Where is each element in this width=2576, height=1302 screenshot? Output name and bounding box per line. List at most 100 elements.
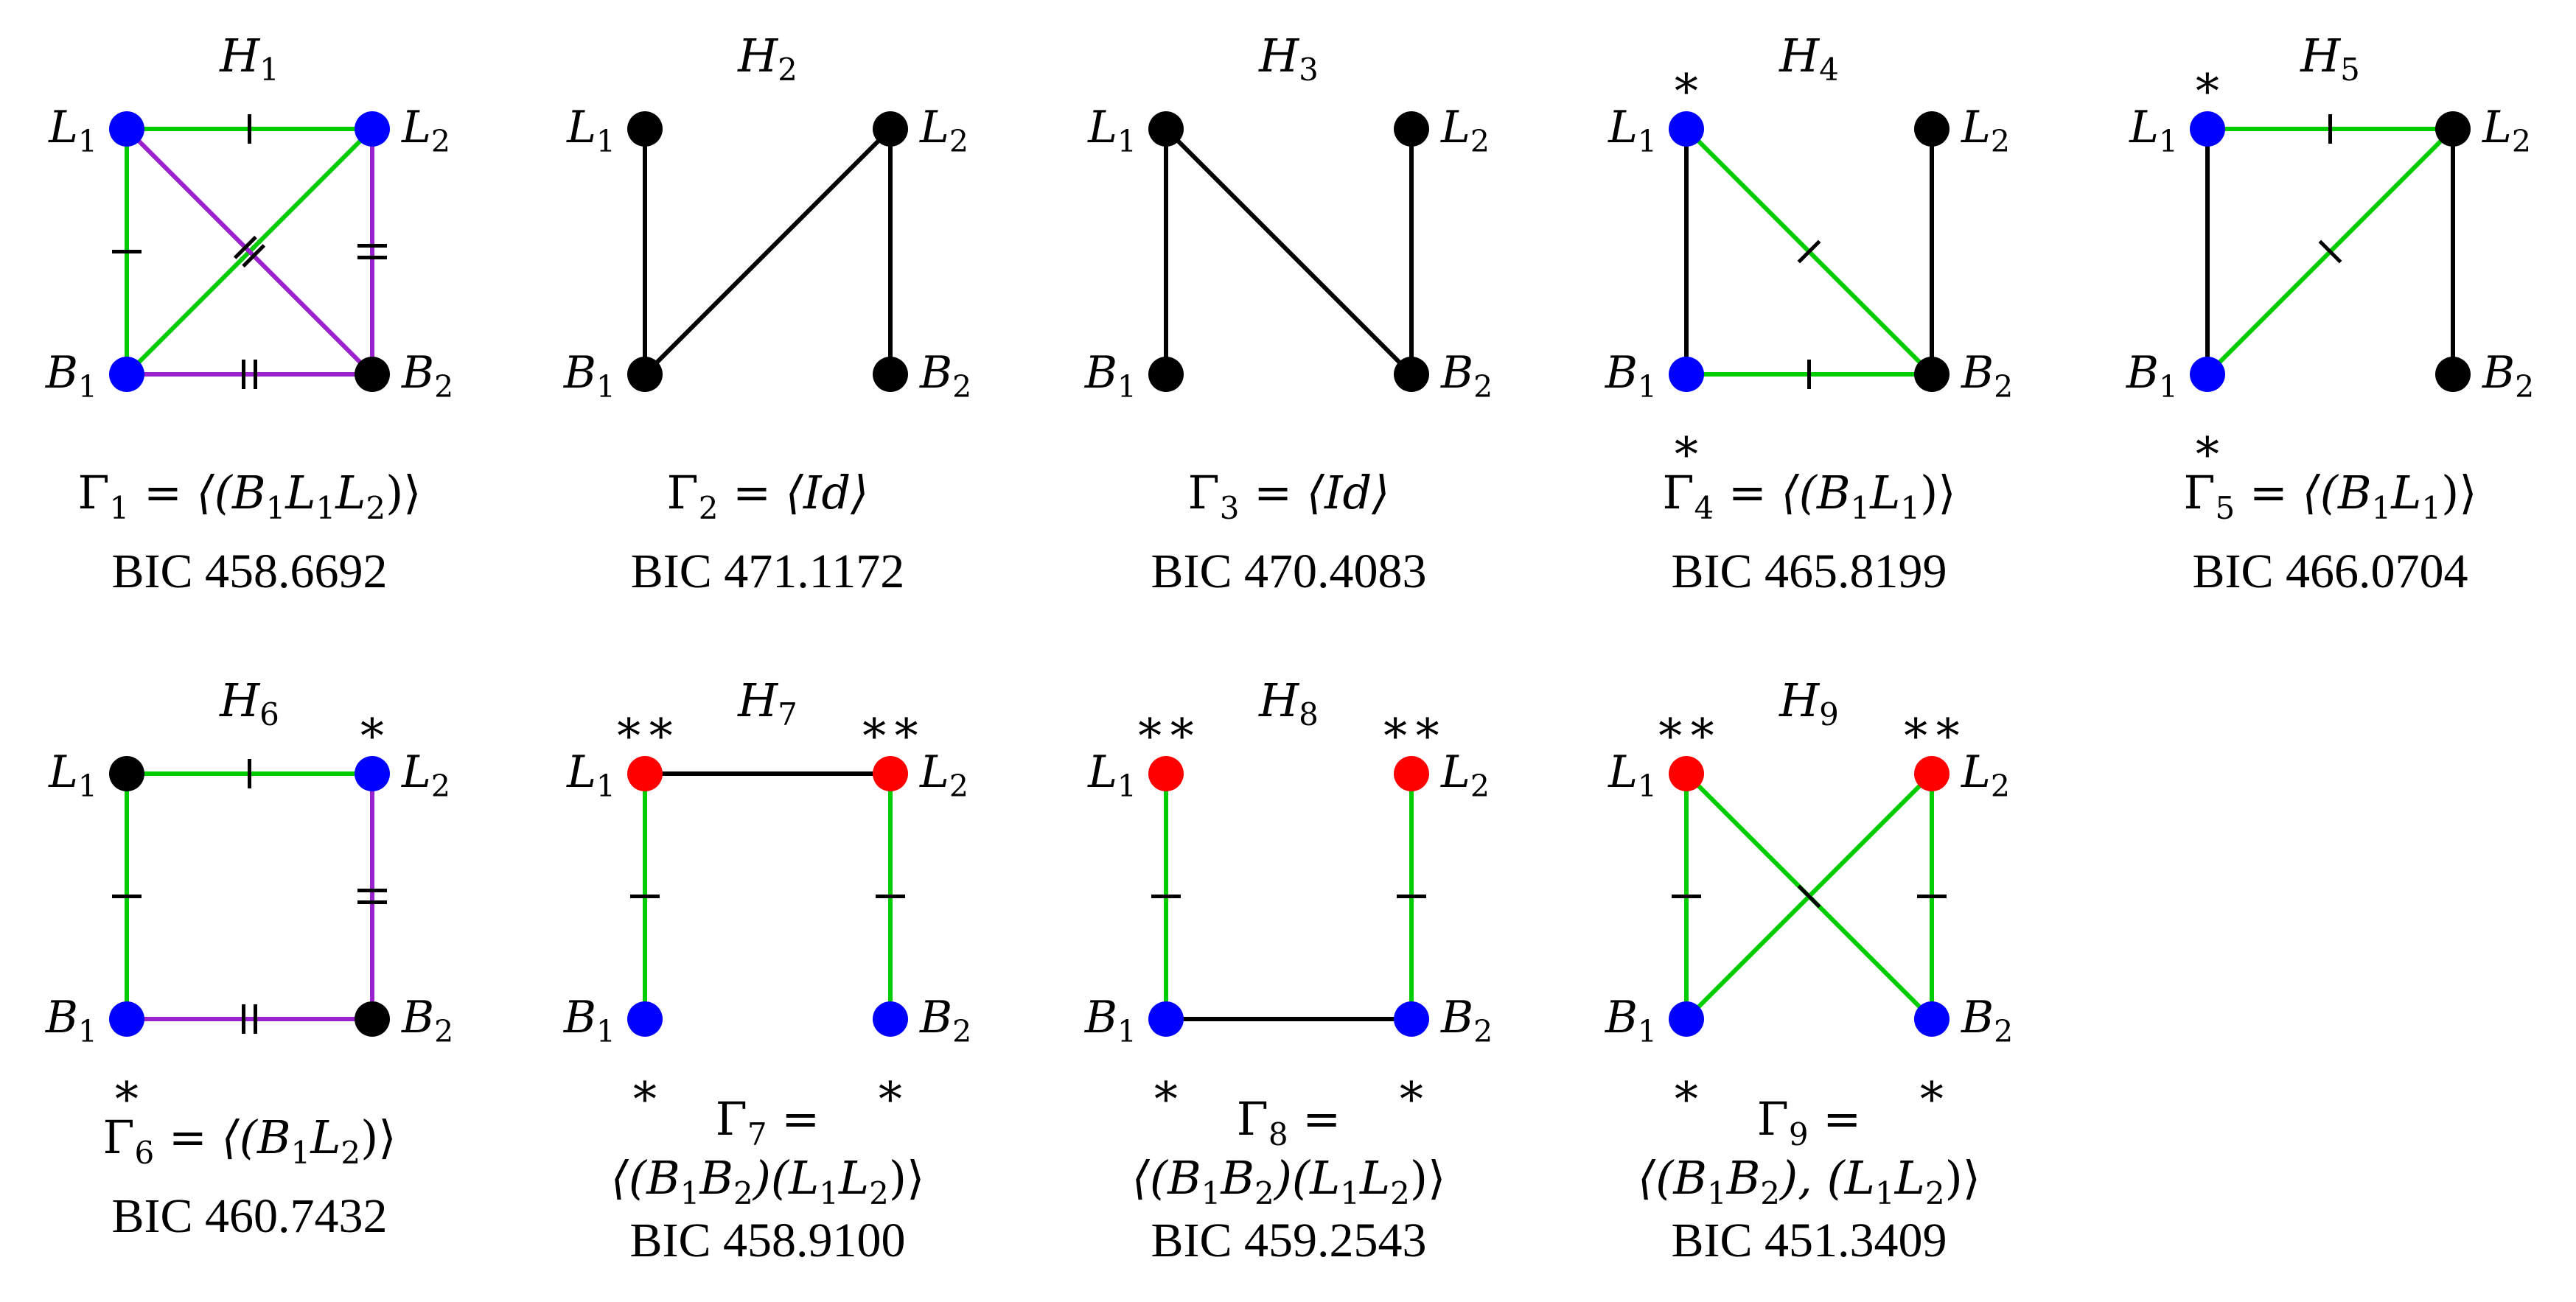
node-L2	[1394, 756, 1429, 791]
node-label-L1: L1​	[2129, 102, 2178, 159]
group-generator: Γ5​ = ⟨(B1​L1​)⟩	[2183, 466, 2476, 526]
node-L2	[1914, 111, 1950, 147]
node-L2	[873, 111, 908, 147]
group-generator: Γ1​ = ⟨(B1​L1​L2​)⟩	[77, 466, 421, 526]
node-label-L1: L1​	[48, 102, 97, 159]
node-label-B1: B1​	[1084, 347, 1137, 405]
edge-tick	[233, 235, 257, 259]
node-B1	[1148, 1001, 1184, 1037]
panel-title: H5	[2300, 29, 2360, 88]
node-B2	[1914, 357, 1950, 392]
node-B1	[2190, 357, 2225, 392]
significance-star: ∗∗	[1655, 701, 1719, 753]
node-B2	[1394, 1001, 1429, 1037]
edge-tick	[242, 244, 266, 268]
edge-tick	[1797, 884, 1821, 909]
node-label-L1: L1​	[48, 746, 97, 804]
node-label-L2: L2​	[401, 746, 450, 804]
significance-star: ∗	[2191, 56, 2224, 108]
group-generator: Γ2​ = ⟨Id⟩	[667, 466, 869, 526]
node-B2	[355, 1001, 390, 1037]
node-L1	[627, 756, 663, 791]
node-L1	[1669, 111, 1704, 147]
group-generator: ⟨(B1​B2​)(L1​L2​)⟩	[611, 1151, 925, 1211]
significance-star: ∗	[629, 1064, 661, 1116]
node-label-B1: B1​	[1605, 992, 1657, 1049]
node-B2	[873, 357, 908, 392]
bic-score: BIC 470.4083	[1151, 545, 1426, 598]
bic-score: BIC 458.9100	[629, 1214, 905, 1267]
node-L1	[1148, 111, 1184, 147]
node-L1	[1669, 756, 1704, 791]
node-label-L1: L1​	[566, 746, 615, 804]
node-label-B1: B1​	[1084, 992, 1137, 1049]
group-generator: Γ3​ = ⟨Id⟩	[1188, 466, 1390, 526]
group-generator: Γ9​ =	[1757, 1092, 1861, 1152]
node-label-L1: L1​	[1608, 102, 1657, 159]
significance-star: ∗	[1916, 1064, 1948, 1116]
edge-tick	[2318, 239, 2342, 264]
significance-star: ∗	[111, 1064, 143, 1116]
node-label-B2: B2​	[1440, 347, 1493, 405]
node-label-L2: L2​	[2482, 102, 2531, 159]
node-L2	[355, 111, 390, 147]
node-label-B1: B1​	[45, 992, 97, 1049]
group-generator: Γ4​ = ⟨(B1​L1​)⟩	[1662, 466, 1955, 526]
node-B2	[1394, 357, 1429, 392]
node-label-B1: B1​	[1605, 347, 1657, 405]
node-B2	[2435, 357, 2471, 392]
node-B1	[1148, 357, 1184, 392]
node-L2	[355, 756, 390, 791]
node-label-B2: B2​	[919, 992, 971, 1049]
node-L2	[1394, 111, 1429, 147]
significance-star: ∗∗	[1134, 701, 1198, 753]
significance-star: ∗∗	[613, 701, 677, 753]
node-label-L1: L1​	[1087, 102, 1137, 159]
panel-title: H3	[1258, 29, 1319, 88]
node-label-L2: L2​	[919, 102, 968, 159]
node-label-B2: B2​	[1961, 992, 2013, 1049]
panel-title: H6	[219, 673, 279, 732]
bic-score: BIC 460.7432	[111, 1189, 387, 1243]
bic-score: BIC 466.0704	[2192, 545, 2468, 598]
edge-tick	[1797, 239, 1821, 264]
node-label-L2: L2​	[1961, 102, 2010, 159]
panel-title: H4	[1779, 29, 1839, 88]
node-B1	[627, 357, 663, 392]
bic-score: BIC 451.3409	[1671, 1214, 1947, 1267]
significance-star: ∗	[356, 701, 388, 753]
significance-star: ∗	[1670, 56, 1703, 108]
node-L2	[873, 756, 908, 791]
bic-score: BIC 459.2543	[1151, 1214, 1426, 1267]
node-label-L1: L1​	[1608, 746, 1657, 804]
panel-title: H2	[737, 29, 797, 88]
node-label-B2: B2​	[401, 992, 453, 1049]
group-generator: ⟨(B1​B2​), (L1​L2​)⟩	[1638, 1151, 1980, 1211]
node-L2	[1914, 756, 1950, 791]
panel-title: H7	[737, 673, 797, 732]
significance-star: ∗	[874, 1064, 907, 1116]
node-label-L2: L2​	[1440, 102, 1490, 159]
node-B2	[1914, 1001, 1950, 1037]
node-label-B1: B1​	[2126, 347, 2178, 405]
node-label-L2: L2​	[1961, 746, 2010, 804]
significance-star: ∗	[1670, 1064, 1703, 1116]
node-label-L2: L2​	[401, 102, 450, 159]
node-label-B2: B2​	[2482, 347, 2534, 405]
panel-title: H9	[1779, 673, 1839, 732]
node-B1	[109, 357, 144, 392]
significance-star: ∗∗	[1380, 701, 1444, 753]
node-L1	[627, 111, 663, 147]
significance-star: ∗	[1670, 419, 1703, 472]
node-label-B2: B2​	[401, 347, 453, 405]
significance-star: ∗	[1395, 1064, 1428, 1116]
edge-B1-L2	[643, 127, 893, 377]
bic-score: BIC 465.8199	[1671, 545, 1947, 598]
